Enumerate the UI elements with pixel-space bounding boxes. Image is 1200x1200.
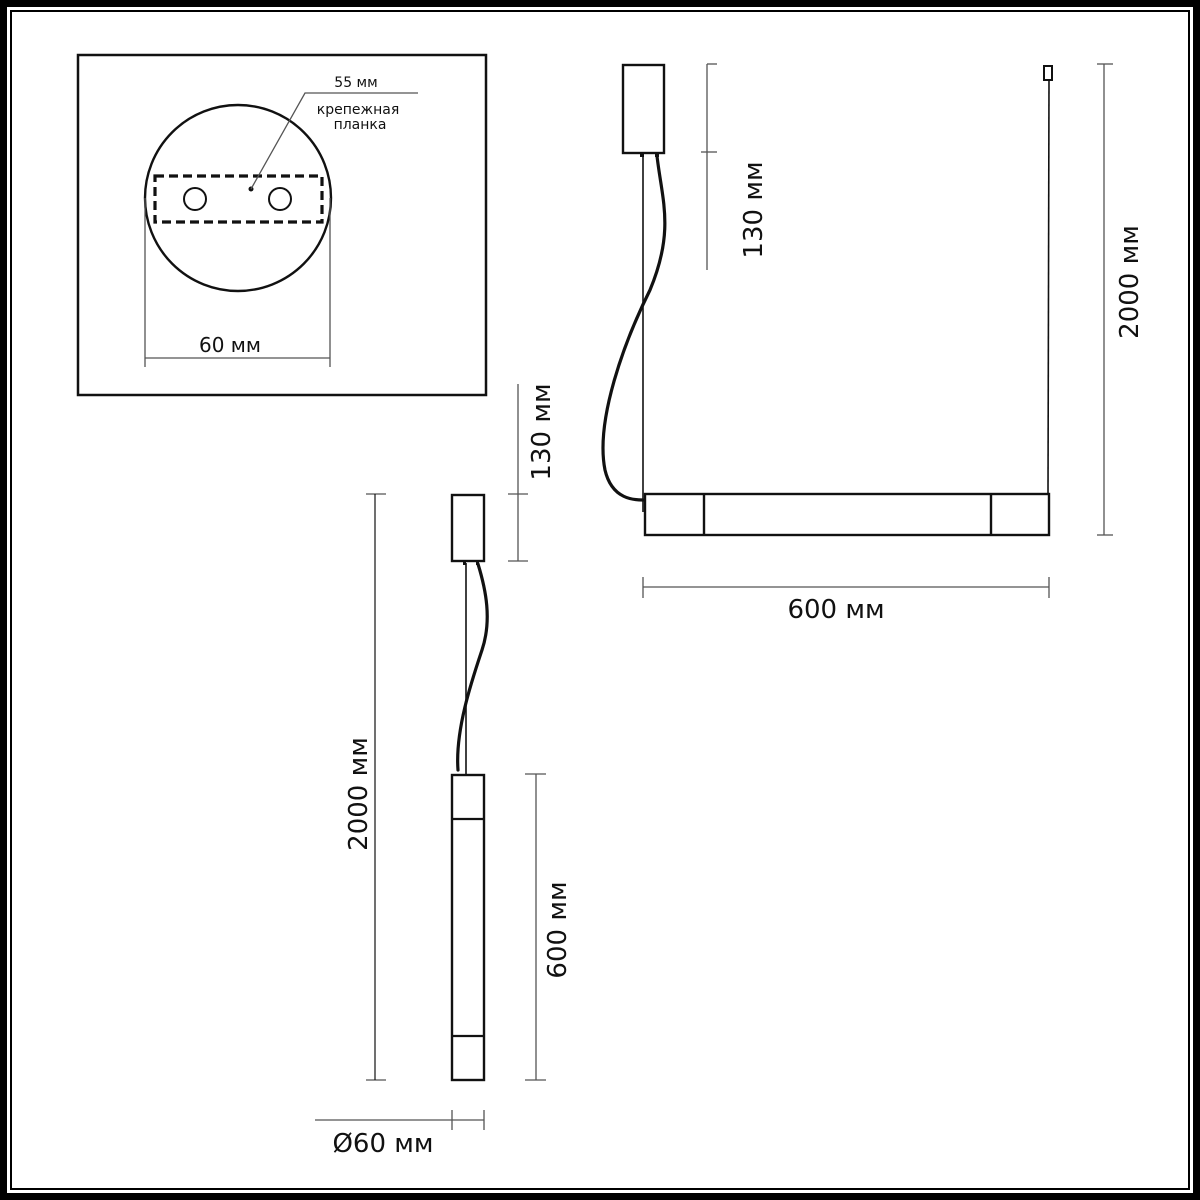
front-power-cable bbox=[601, 154, 667, 502]
front-lamp-body bbox=[643, 492, 1051, 537]
side-diameter-label: Ø60 мм bbox=[332, 1129, 433, 1159]
front-view: 130 мм 2000 мм 600 мм bbox=[601, 63, 1145, 625]
front-suspension-wire-right bbox=[1047, 79, 1050, 495]
front-total-height-label: 2000 мм bbox=[1115, 225, 1145, 339]
annotation-leader-line bbox=[250, 92, 418, 190]
top-view-panel: 55 мм крепежная планка 60 мм bbox=[76, 53, 488, 397]
front-length-label: 600 мм bbox=[787, 595, 884, 625]
front-canopy bbox=[621, 63, 666, 155]
side-total-height-label: 2000 мм bbox=[344, 737, 374, 851]
plate-label-line2: планка bbox=[334, 117, 387, 133]
side-canopy bbox=[450, 493, 486, 563]
side-canopy-connector-1 bbox=[463, 561, 466, 565]
front-canopy-connector-1 bbox=[640, 153, 644, 157]
canopy-width-label: 60 мм bbox=[199, 333, 261, 357]
side-view: 2000 мм 130 мм 600 мм Ø60 мм bbox=[315, 383, 573, 1159]
right-wire-clamp bbox=[1043, 65, 1053, 81]
mounting-hole-right bbox=[268, 187, 292, 211]
plate-label-line1: крепежная bbox=[317, 102, 400, 118]
inner-frame-border bbox=[10, 10, 1190, 1190]
plate-size-label: 55 мм bbox=[334, 75, 377, 91]
side-power-cable bbox=[456, 562, 489, 772]
mounting-hole-left bbox=[183, 187, 207, 211]
side-body-length-label: 600 мм bbox=[543, 881, 573, 978]
side-canopy-height-label: 130 мм bbox=[527, 383, 557, 480]
canopy-circle bbox=[143, 103, 333, 293]
side-lamp-body bbox=[450, 773, 486, 1082]
front-canopy-height-label: 130 мм bbox=[739, 161, 769, 258]
mounting-plate-dashed bbox=[153, 174, 324, 224]
